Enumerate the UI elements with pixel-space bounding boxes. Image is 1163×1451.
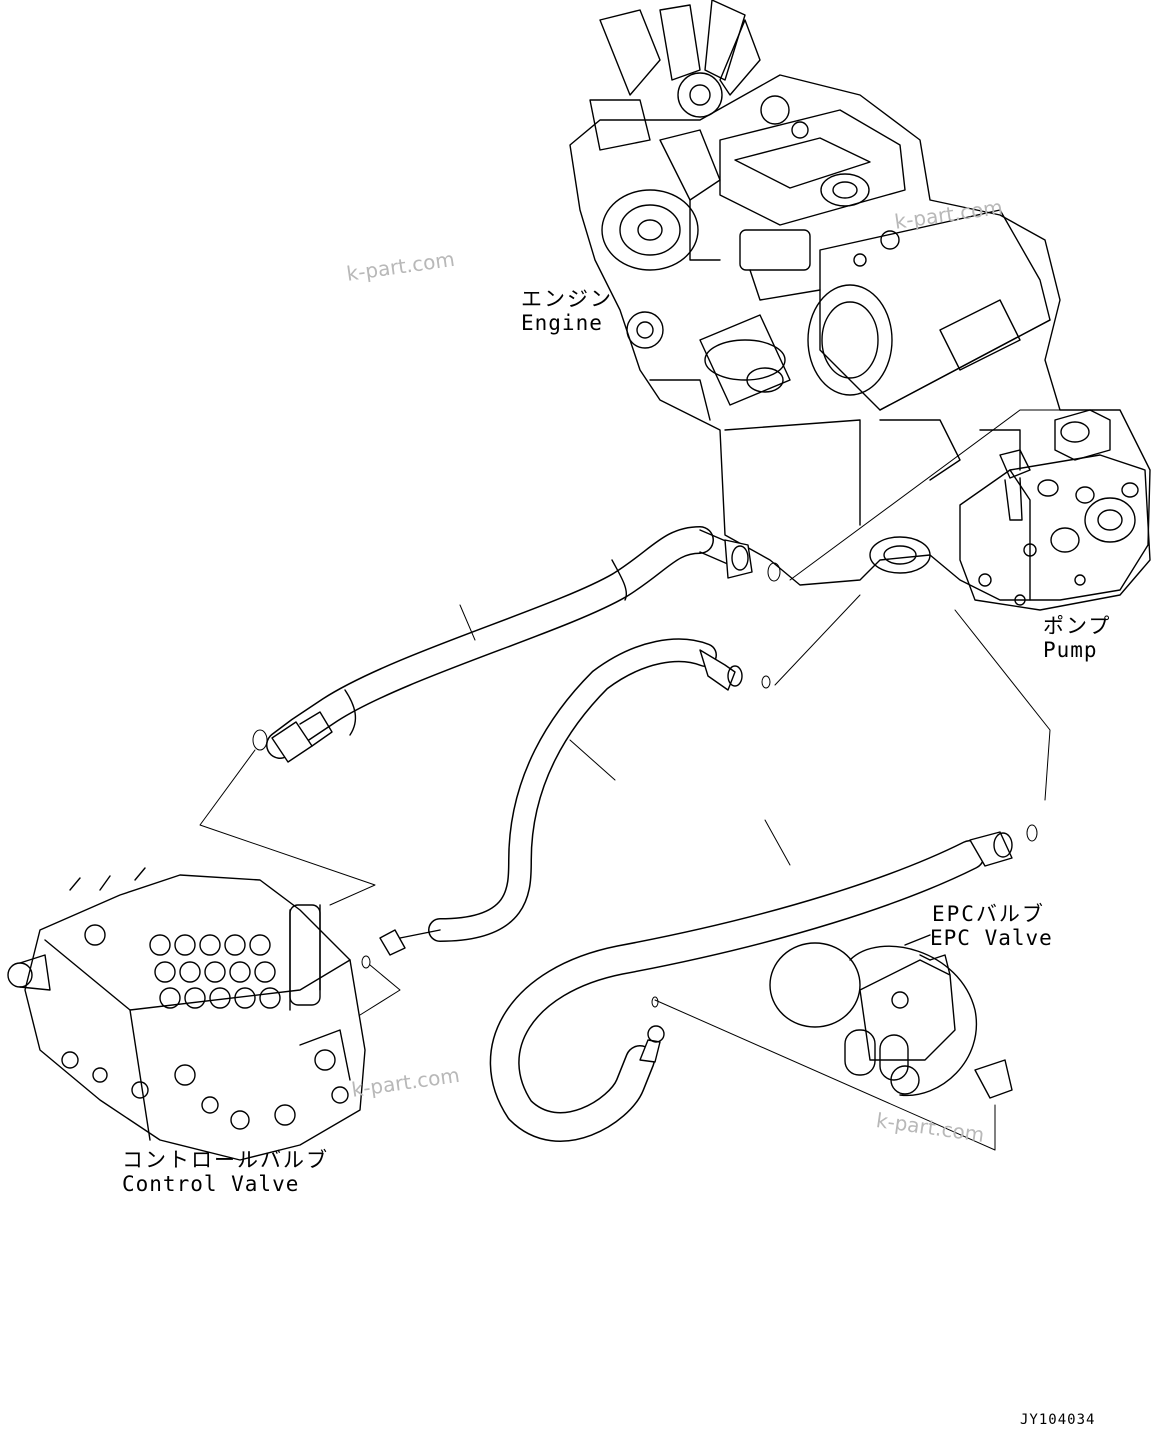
control-valve-label-en: Control Valve [122,1172,300,1196]
pump-label-en: Pump [1043,638,1098,662]
pump-label-jp: ポンプ [1043,614,1112,638]
hose-upper[interactable] [272,530,752,762]
epc-valve-label-jp: EPCバルブ [932,902,1045,926]
pump-illustration [960,410,1150,610]
engine-label: エンジン Engine [521,287,613,335]
hose-lower[interactable] [505,832,1012,1127]
pump-label: ポンプ Pump [1043,614,1111,662]
o-rings [253,563,1037,1007]
valve-ports [150,935,280,1008]
epc-valve-illustration [770,935,1012,1098]
leader-lines [200,410,1060,1150]
engine-label-en: Engine [521,311,603,335]
control-valve-label-jp: コントロールバルブ [122,1148,329,1172]
epc-valve-label: EPCバルブ EPC Valve [930,902,1053,950]
drawing-code: JY104034 [1020,1412,1096,1428]
epc-valve-label-en: EPC Valve [930,926,1053,950]
hose-middle[interactable] [380,650,742,955]
control-valve-illustration [8,868,365,1160]
engine-illustration [570,0,1150,600]
engine-label-jp: エンジン [521,287,613,311]
control-valve-label: コントロールバルブ Control Valve [122,1148,329,1196]
